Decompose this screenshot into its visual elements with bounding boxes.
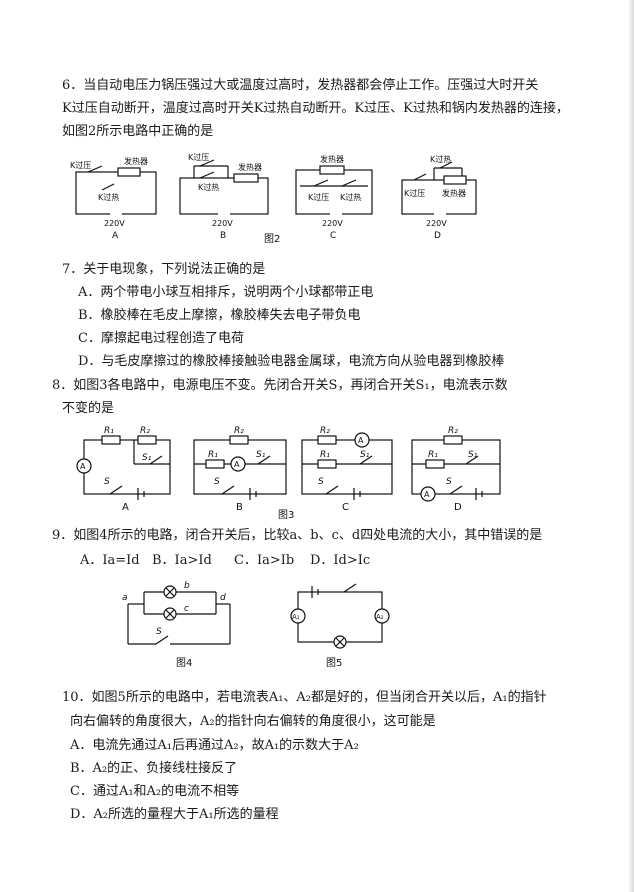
fig4-a-label: a <box>122 593 128 603</box>
fig3-d-s: S <box>446 477 452 487</box>
fig2-c-k-heat: K过热 <box>340 192 361 202</box>
fig2-option-a: A <box>112 231 119 241</box>
fig3-c-r2: R₂ <box>320 426 330 436</box>
q6-line1: 6．当自动电压力锅压强过大或温度过高时，发热器都会停止工作。压强过大时开关 <box>62 78 539 93</box>
fig3-option-b: B <box>236 502 243 513</box>
figure-3: R₁ R₂ S₁ S A R₂ R₁ S₁ S A R₂ A R₁ S₁ S R… <box>76 426 501 521</box>
q9-stem: 9．如图4所示的电路，闭合开关后，比较a、b、c、d四处电流的大小，其中错误的是 <box>52 528 543 543</box>
q7-option-a: A．两个带电小球互相排斥，说明两个小球都带正电 <box>78 285 374 300</box>
q10-option-d: D．A₂所选的量程大于A₁所选的量程 <box>70 807 279 822</box>
fig4-s-label: S <box>156 627 162 637</box>
q9-option-d: D．Id>Ic <box>310 553 371 568</box>
fig2-a-k-heat: K过热 <box>98 192 119 202</box>
fig2-option-c: C <box>330 231 336 241</box>
fig2-c-heater: 发热器 <box>320 154 344 164</box>
fig3-a-s1: S₁ <box>142 453 152 463</box>
q10-option-a: A．电流先通过A₁后再通过A₂，故A₁的示数大于A₂ <box>70 738 359 753</box>
q10-option-b: B．A₂的正、负接线柱接反了 <box>70 761 238 776</box>
fig5-a1-label: A₁ <box>292 613 300 621</box>
fig3-b-ammeter: A <box>234 460 240 469</box>
fig2-a-k-pressure: K过压 <box>70 160 91 170</box>
fig2-b-k-heat: K过热 <box>198 182 219 192</box>
fig2-a-heater: 发热器 <box>124 156 148 166</box>
q9-option-b: B．Ia>Id <box>152 553 212 568</box>
q10-option-c: C．通过A₁和A₂的电流不相等 <box>70 784 240 799</box>
fig4-b-label: b <box>184 581 190 591</box>
fig5-caption: 图5 <box>326 657 342 669</box>
fig3-d-s1: S₁ <box>468 450 478 460</box>
fig2-b-voltage: 220V <box>212 219 233 228</box>
figure-5: A₁ A₂ 图5 <box>290 583 390 669</box>
fig3-a-s: S <box>104 477 110 487</box>
fig4-c-label: c <box>184 604 189 614</box>
fig3-a-r2: R₂ <box>140 426 150 436</box>
fig3-c-ammeter: A <box>358 436 364 445</box>
q10-line2: 向右偏转的角度很大，A₂的指针向右偏转的角度很小，这可能是 <box>70 714 436 729</box>
fig2-c-k-pressure: K过压 <box>308 192 329 202</box>
fig3-option-a: A <box>122 502 129 513</box>
fig3-c-s1: S₁ <box>360 450 370 460</box>
q7-option-d: D．与毛皮摩擦过的橡胶棒接触验电器金属球，电流方向从验电器到橡胶棒 <box>78 354 505 369</box>
fig3-d-ammeter: A <box>424 490 430 499</box>
q10-line1: 10．如图5所示的电路中，若电流表A₁、A₂都是好的，但当闭合开关以后，A₁的指… <box>62 690 547 705</box>
fig2-option-b: B <box>220 231 226 241</box>
fig3-caption: 图3 <box>278 509 294 521</box>
figure-2: K过压 发热器 K过热 220V A K过压 发热器 K过热 220V B 发热… <box>70 152 477 245</box>
fig2-option-d: D <box>434 231 441 241</box>
fig2-c-voltage: 220V <box>322 219 343 228</box>
q7-option-b: B．橡胶棒在毛皮上摩擦，橡胶棒失去电子带负电 <box>78 308 361 323</box>
fig3-option-d: D <box>454 502 462 513</box>
fig3-a-ammeter: A <box>80 462 86 471</box>
fig2-d-heater: 发热器 <box>442 188 466 198</box>
q8-line2: 不变的是 <box>62 401 115 416</box>
q9-option-a: A．Ia=Id <box>80 553 140 568</box>
fig2-caption: 图2 <box>264 233 280 245</box>
figure-4: a b c d S 图4 <box>122 581 231 669</box>
fig3-d-r2: R₂ <box>448 426 458 436</box>
fig3-d-r1: R₁ <box>428 450 438 460</box>
fig4-d-label: d <box>220 593 226 603</box>
fig3-c-r1: R₁ <box>320 450 330 460</box>
fig5-a2-label: A₂ <box>376 613 384 621</box>
fig2-b-heater: 发热器 <box>238 162 262 172</box>
fig3-b-s1: S₁ <box>256 450 266 460</box>
page-edge-shadow <box>628 0 634 892</box>
fig3-a-r1: R₁ <box>104 426 114 436</box>
fig4-caption: 图4 <box>176 657 192 669</box>
q6-line2: K过压自动断开，温度过高时开关K过热自动断开。K过压、K过热和锅内发热器的连接， <box>62 101 569 116</box>
fig3-b-r2: R₂ <box>234 426 244 436</box>
q7-stem: 7．关于电现象，下列说法正确的是 <box>62 262 266 277</box>
fig2-d-k-pressure: K过压 <box>404 188 425 198</box>
fig3-c-s: S <box>318 477 324 487</box>
fig2-d-voltage: 220V <box>426 219 447 228</box>
fig2-d-k-heat: K过热 <box>430 154 451 164</box>
q9-option-c: C．Ia>Ib <box>234 553 295 568</box>
q6-line3: 如图2所示电路中正确的是 <box>62 124 214 139</box>
fig2-a-voltage: 220V <box>104 219 125 228</box>
fig3-option-c: C <box>342 502 349 513</box>
q8-line1: 8．如图3各电路中，电源电压不变。先闭合开关S，再闭合开关S₁，电流表示数 <box>52 378 508 393</box>
fig3-b-r1: R₁ <box>208 450 218 460</box>
q7-option-c: C．摩擦起电过程创造了电荷 <box>78 331 244 346</box>
fig3-b-s: S <box>214 477 220 487</box>
fig2-b-k-pressure: K过压 <box>188 152 209 162</box>
